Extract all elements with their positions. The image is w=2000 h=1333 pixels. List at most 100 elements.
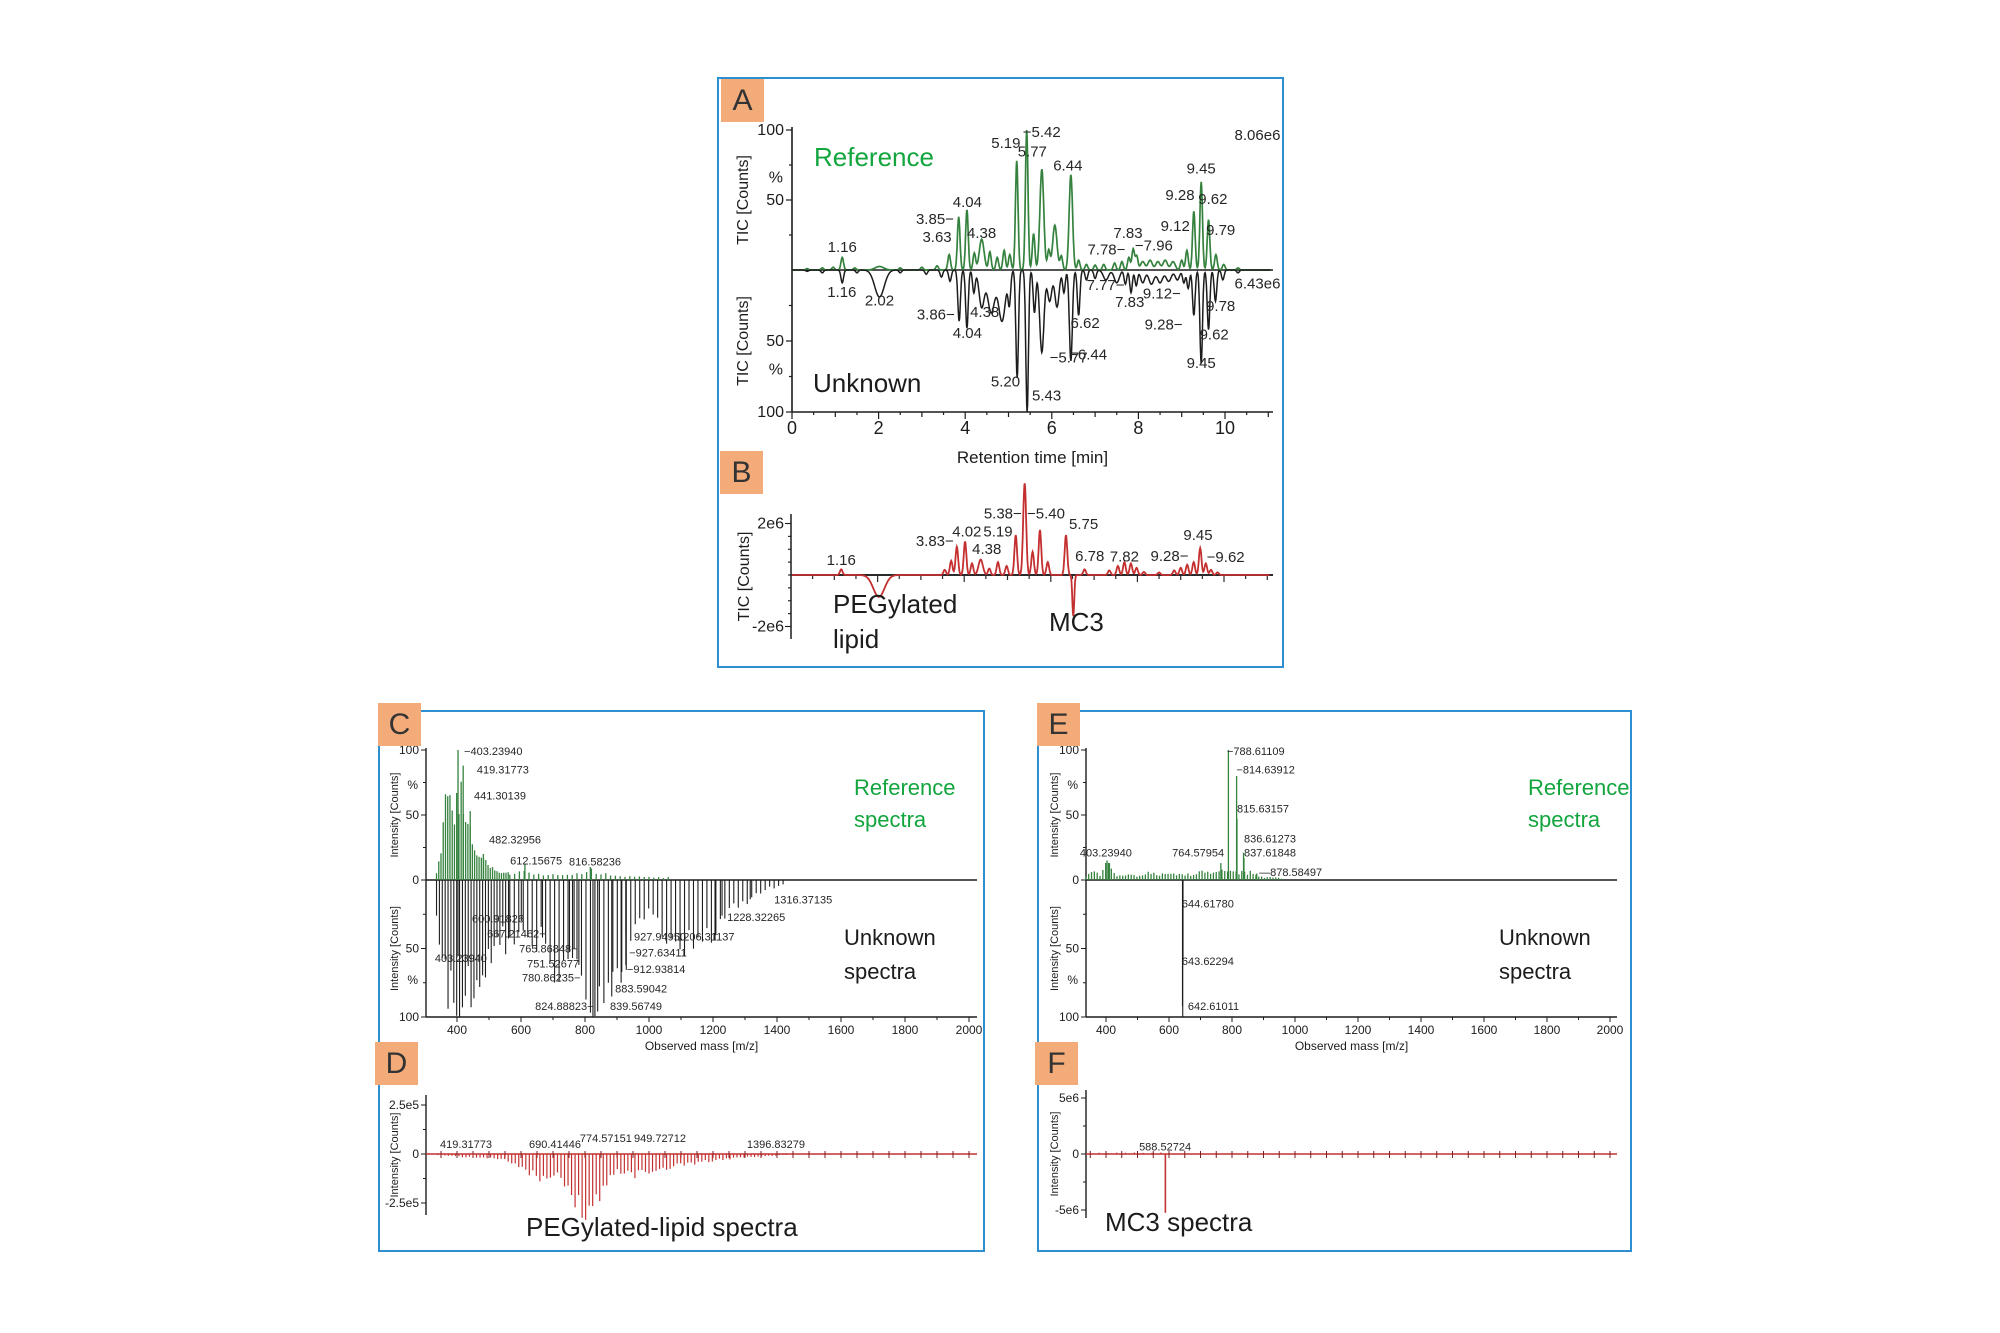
svg-text:Intensity [Counts]: Intensity [Counts] xyxy=(1049,1112,1061,1197)
svg-text:7.83: 7.83 xyxy=(1115,294,1144,311)
svg-text:9.62: 9.62 xyxy=(1200,327,1229,344)
reference-spectra-label-line2: spectra xyxy=(1528,807,1601,832)
unknown-spectra-label-line2: spectra xyxy=(844,959,917,984)
svg-text:6.44: 6.44 xyxy=(1053,158,1082,175)
panel-f-badge: F xyxy=(1035,1042,1078,1085)
panel-ef-box: E F Reference spectra Unknown spectra MC… xyxy=(1035,703,1632,1252)
svg-text:8: 8 xyxy=(1133,418,1143,438)
svg-text:667.21462−: 667.21462− xyxy=(487,929,545,941)
svg-text:0: 0 xyxy=(787,418,797,438)
svg-text:1000: 1000 xyxy=(636,1023,663,1037)
svg-text:−912.93814: −912.93814 xyxy=(627,964,685,976)
svg-text:837.61848: 837.61848 xyxy=(1244,848,1296,860)
svg-text:690.41446: 690.41446 xyxy=(529,1139,581,1151)
unknown-spectra-label-line1: Unknown xyxy=(1499,925,1591,950)
svg-text:%: % xyxy=(407,778,418,792)
svg-text:1200: 1200 xyxy=(700,1023,727,1037)
svg-text:4.04: 4.04 xyxy=(953,325,982,342)
svg-text:50: 50 xyxy=(766,333,784,350)
svg-text:765.86848−: 765.86848− xyxy=(519,944,577,956)
svg-text:1.16: 1.16 xyxy=(827,552,856,569)
svg-text:5.43: 5.43 xyxy=(1032,388,1061,405)
svg-text:6.62: 6.62 xyxy=(1071,315,1100,332)
svg-text:−403.23940: −403.23940 xyxy=(464,746,522,758)
svg-text:50: 50 xyxy=(766,192,784,209)
svg-text:—878.58497: —878.58497 xyxy=(1259,867,1322,879)
svg-text:5.38−: 5.38− xyxy=(984,505,1022,522)
reference-trace-label: Reference xyxy=(814,142,934,172)
svg-text:50: 50 xyxy=(1066,808,1080,822)
svg-text:1316.37135: 1316.37135 xyxy=(774,894,832,906)
panel-cd-box: C D Reference spectra Unknown spectra PE… xyxy=(375,703,985,1252)
svg-text:5.77: 5.77 xyxy=(1018,144,1047,161)
svg-text:0: 0 xyxy=(412,873,419,887)
svg-text:5.75: 5.75 xyxy=(1069,516,1098,533)
svg-text:764.57954: 764.57954 xyxy=(1172,848,1224,860)
svg-text:−5.40: −5.40 xyxy=(1027,505,1065,522)
svg-text:TIC [Counts]: TIC [Counts] xyxy=(735,155,752,245)
svg-text:482.32956: 482.32956 xyxy=(489,835,541,847)
svg-text:10: 10 xyxy=(1215,418,1235,438)
svg-text:9.28−: 9.28− xyxy=(1151,548,1189,565)
pegylated-lipid-spectra-caption: PEGylated-lipid spectra xyxy=(526,1212,798,1242)
svg-text:1600: 1600 xyxy=(1471,1023,1498,1037)
svg-text:Intensity [Counts]: Intensity [Counts] xyxy=(389,1113,401,1198)
svg-text:1800: 1800 xyxy=(1534,1023,1561,1037)
svg-text:Observed mass [m/z]: Observed mass [m/z] xyxy=(645,1039,758,1053)
reference-spectra-label-line2: spectra xyxy=(854,807,927,832)
svg-text:3.63: 3.63 xyxy=(922,229,951,246)
svg-text:816.58236: 816.58236 xyxy=(569,857,621,869)
svg-text:8.06e6: 8.06e6 xyxy=(1235,127,1281,144)
svg-text:−5.42: −5.42 xyxy=(1023,124,1061,141)
svg-text:50: 50 xyxy=(406,808,420,822)
svg-text:4.38: 4.38 xyxy=(972,541,1001,558)
svg-text:800: 800 xyxy=(1222,1023,1242,1037)
svg-text:419.31773: 419.31773 xyxy=(440,1139,492,1151)
svg-text:1400: 1400 xyxy=(764,1023,791,1037)
svg-text:−814.63912: −814.63912 xyxy=(1236,764,1294,776)
svg-text:Intensity [Counts]: Intensity [Counts] xyxy=(1049,906,1061,991)
svg-text:600: 600 xyxy=(1159,1023,1179,1037)
svg-text:3.86−: 3.86− xyxy=(917,307,955,324)
svg-text:600.91826: 600.91826 xyxy=(472,913,524,925)
svg-text:0: 0 xyxy=(1072,1147,1079,1161)
reference-spectra-label-line1: Reference xyxy=(854,775,956,800)
svg-text:100: 100 xyxy=(757,122,784,139)
svg-text:1396.83279: 1396.83279 xyxy=(747,1139,805,1151)
svg-text:1206.31137: 1206.31137 xyxy=(677,931,734,943)
panel-a-badge: A xyxy=(721,79,764,122)
svg-text:50: 50 xyxy=(406,942,420,956)
svg-text:2000: 2000 xyxy=(1597,1023,1624,1037)
svg-text:100: 100 xyxy=(1059,1010,1079,1024)
svg-text:−6.44: −6.44 xyxy=(1069,346,1107,363)
svg-text:1228.32265: 1228.32265 xyxy=(727,912,785,924)
svg-text:9.45: 9.45 xyxy=(1183,527,1212,544)
svg-text:644.61780: 644.61780 xyxy=(1182,898,1234,910)
svg-text:9.28: 9.28 xyxy=(1165,187,1194,204)
svg-text:2.5e5: 2.5e5 xyxy=(389,1098,419,1112)
svg-text:9.79: 9.79 xyxy=(1206,222,1235,239)
svg-text:403.23940: 403.23940 xyxy=(1080,848,1132,860)
svg-text:836.61273: 836.61273 xyxy=(1244,833,1296,845)
svg-text:%: % xyxy=(1067,778,1078,792)
svg-text:824.88823−: 824.88823− xyxy=(535,1001,593,1013)
svg-text:400: 400 xyxy=(447,1023,467,1037)
svg-text:2.02: 2.02 xyxy=(865,293,894,310)
panel-c-badge: C xyxy=(378,703,421,746)
svg-text:6: 6 xyxy=(1047,418,1057,438)
svg-text:2: 2 xyxy=(874,418,884,438)
pegylated-lipid-label-line2: lipid xyxy=(833,624,880,654)
svg-text:5e6: 5e6 xyxy=(1059,1091,1079,1105)
svg-text:1000: 1000 xyxy=(1282,1023,1309,1037)
svg-text:50: 50 xyxy=(1066,942,1080,956)
svg-text:%: % xyxy=(407,973,418,987)
svg-text:1.16: 1.16 xyxy=(827,284,856,301)
reference-spectra-label-line1: Reference xyxy=(1528,775,1630,800)
svg-text:7.82: 7.82 xyxy=(1110,549,1139,566)
svg-text:2000: 2000 xyxy=(956,1023,983,1037)
pegylated-lipid-label-line1: PEGylated xyxy=(833,589,958,619)
svg-text:441.30139: 441.30139 xyxy=(474,790,526,802)
